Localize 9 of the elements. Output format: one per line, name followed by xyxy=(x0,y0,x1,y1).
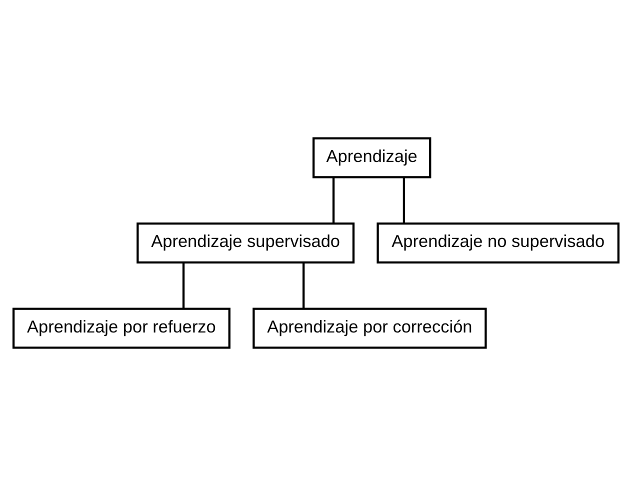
node-box: Aprendizaje xyxy=(312,136,432,178)
node-box: Aprendizaje por refuerzo xyxy=(12,307,230,348)
connector xyxy=(182,262,185,308)
node-box: Aprendizaje por corrección xyxy=(252,307,487,348)
connector xyxy=(402,177,406,223)
connector xyxy=(302,262,305,308)
node-box: Aprendizaje no supervisado xyxy=(376,222,620,263)
connector xyxy=(332,177,335,223)
node-box: Aprendizaje supervisado xyxy=(136,222,355,263)
